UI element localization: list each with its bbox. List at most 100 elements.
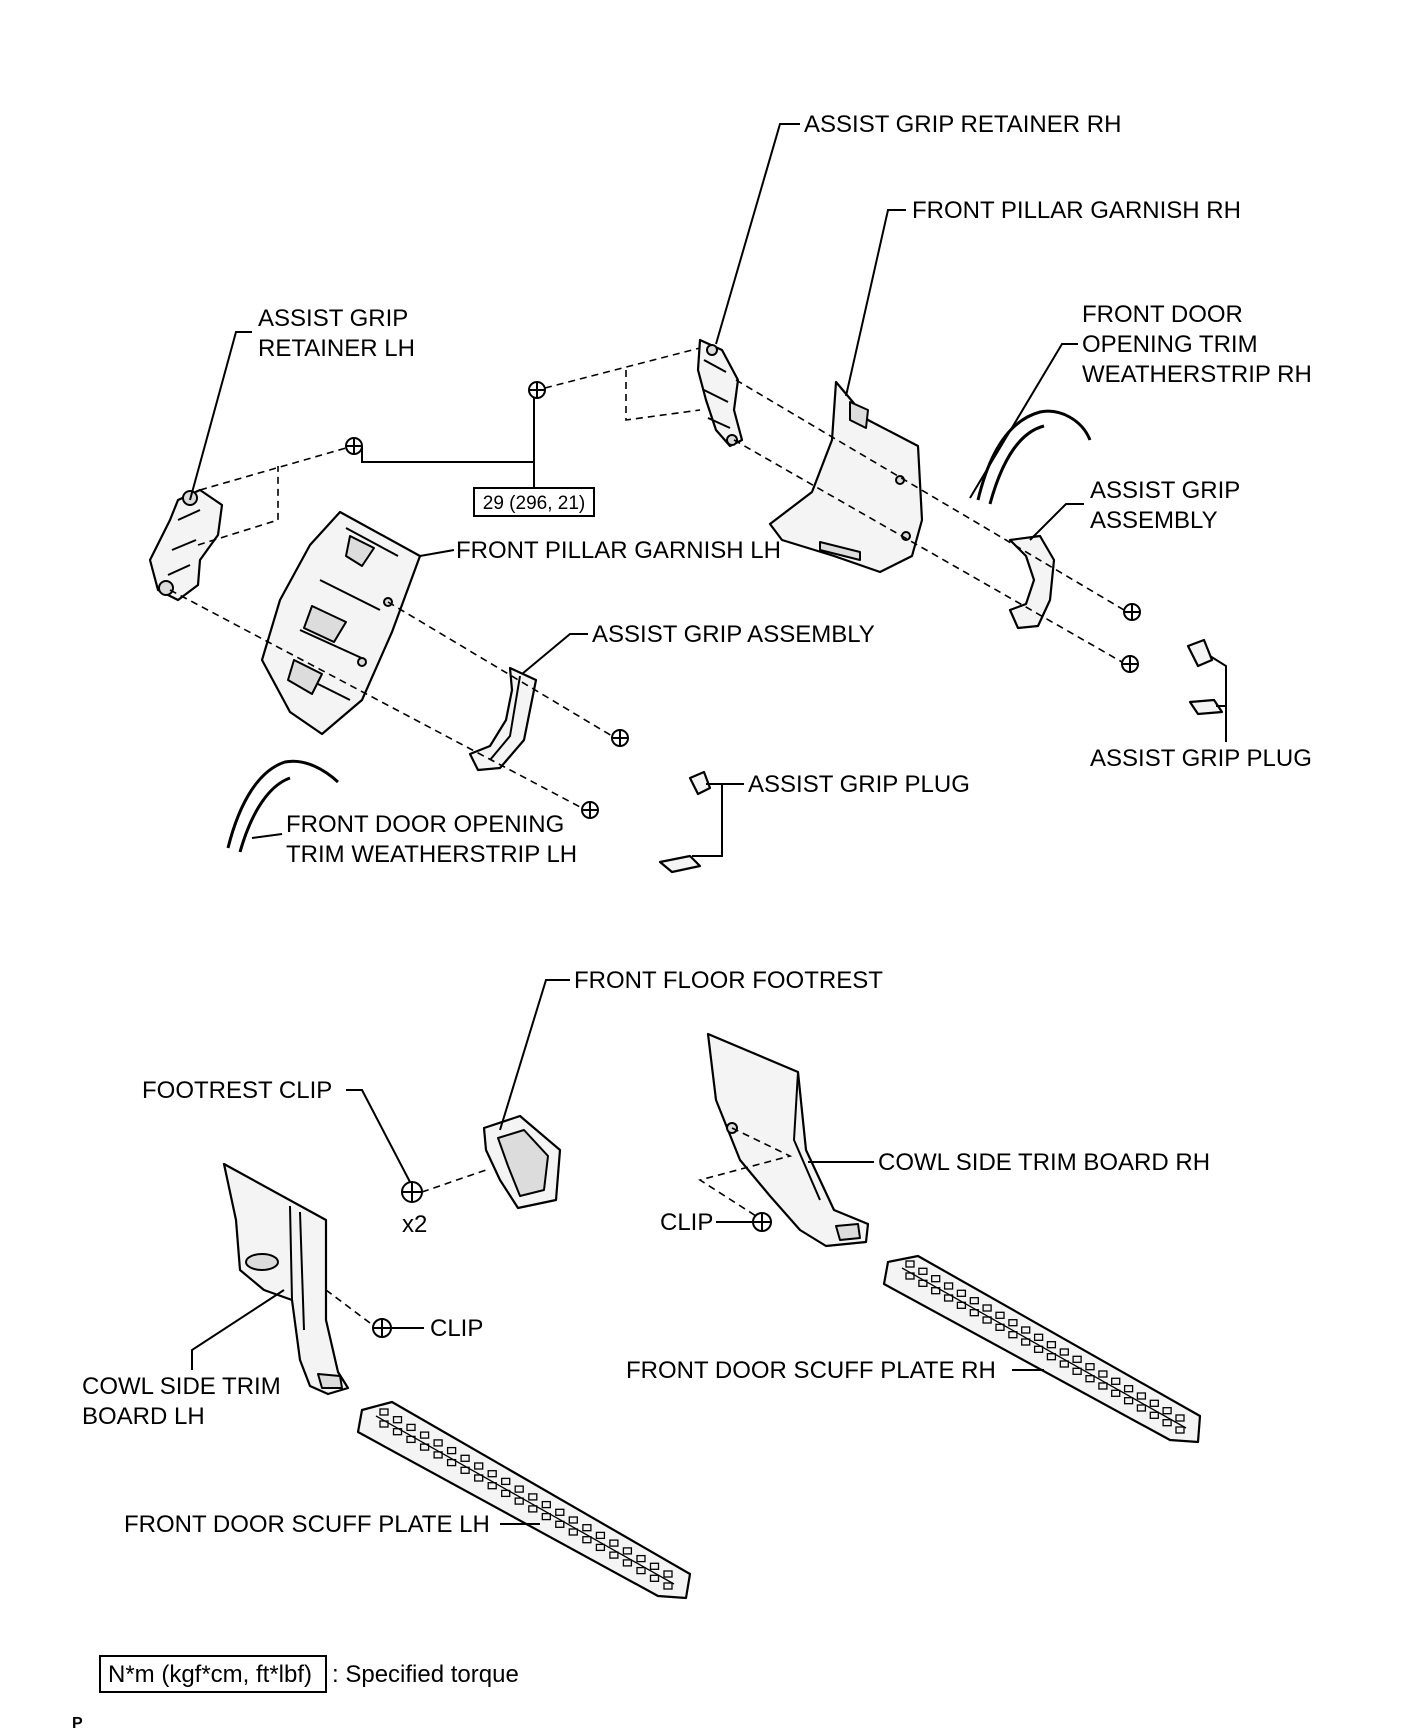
tread-mark (1021, 1338, 1031, 1346)
label-weatherstrip-rh-1: FRONT DOOR (1082, 301, 1243, 328)
scuff-plate-tread-pattern (379, 1260, 1185, 1590)
tread-mark (392, 1416, 403, 1424)
tread-mark (918, 1279, 928, 1287)
tread-mark (1072, 1367, 1082, 1375)
leader-assist-grip-retainer-lh (189, 331, 252, 501)
cowl-side-trim-board-lh (222, 1162, 350, 1396)
tread-mark (1111, 1377, 1121, 1385)
tread-mark (905, 1272, 915, 1280)
assist-grip-retainer-lh (148, 488, 224, 602)
tread-mark (1033, 1333, 1044, 1341)
tread-mark (1085, 1375, 1095, 1383)
tread-mark (1021, 1326, 1031, 1334)
tread-mark (956, 1289, 967, 1297)
tread-mark (1111, 1389, 1121, 1397)
label-assist-grip-assembly-rh-1: ASSIST GRIP (1090, 477, 1240, 504)
tread-mark (943, 1294, 954, 1302)
tread-mark (1175, 1426, 1185, 1434)
leader-assist-grip-assembly-lh (521, 633, 588, 675)
assembly-line (387, 601, 613, 737)
label-front-pillar-garnish-lh: FRONT PILLAR GARNISH LH (456, 537, 781, 564)
tread-mark (1046, 1341, 1057, 1349)
tread-mark (918, 1267, 928, 1275)
tread-mark (622, 1559, 633, 1567)
tread-mark (528, 1493, 538, 1501)
torque-value: 29 (296, 21) (483, 493, 585, 514)
assembly-line (421, 1169, 487, 1193)
leader-cowl-side-trim-board-lh (191, 1289, 285, 1370)
tread-mark (555, 1520, 565, 1528)
tread-mark (609, 1539, 619, 1547)
assist-grip-retainer-rh (696, 338, 744, 448)
front-floor-footrest (482, 1114, 562, 1210)
torque-box (473, 487, 595, 517)
tread-mark (568, 1528, 578, 1536)
tread-mark (1123, 1385, 1134, 1393)
tread-mark (487, 1470, 497, 1478)
tread-mark (1175, 1414, 1185, 1422)
label-assist-grip-retainer-lh-1: ASSIST GRIP (258, 305, 408, 332)
label-assist-grip-retainer-lh-2: RETAINER LH (258, 335, 415, 362)
tread-mark (419, 1443, 430, 1451)
leader-front-pillar-garnish-lh (419, 549, 455, 557)
tread-mark (956, 1301, 967, 1309)
tread-mark (609, 1551, 619, 1559)
tread-mark (982, 1304, 992, 1312)
bolt-grip-rh-lower (1121, 655, 1139, 673)
label-cowl-side-trim-board-lh-1: COWL SIDE TRIM (82, 1373, 281, 1400)
clip-lh (372, 1318, 392, 1338)
tread-mark (582, 1524, 592, 1532)
legend-description: : Specified torque (332, 1661, 519, 1688)
footrest-clip (401, 1181, 423, 1203)
tread-mark (649, 1562, 660, 1570)
tread-mark (1098, 1370, 1108, 1378)
tread-mark (1149, 1411, 1159, 1419)
tread-mark (1098, 1382, 1108, 1390)
label-weatherstrip-lh-2: TRIM WEATHERSTRIP LH (286, 841, 577, 868)
tread-mark (1123, 1397, 1134, 1405)
tread-mark (460, 1454, 470, 1462)
label-assist-grip-assembly-rh-2: ASSEMBLY (1090, 507, 1218, 534)
tread-mark (406, 1423, 416, 1432)
tread-mark (905, 1260, 915, 1268)
assembly-line (325, 1289, 375, 1327)
tread-mark (528, 1505, 538, 1513)
tread-mark (622, 1547, 633, 1555)
tread-mark (1033, 1345, 1044, 1353)
tread-mark (406, 1435, 416, 1444)
label-weatherstrip-rh-3: WEATHERSTRIP RH (1082, 361, 1312, 388)
assembly-line (698, 1127, 793, 1217)
label-assist-grip-plug-lh: ASSIST GRIP PLUG (748, 771, 970, 798)
assembly-line (169, 589, 583, 809)
tread-mark (1085, 1363, 1095, 1371)
tread-mark (982, 1316, 992, 1324)
tread-mark (1162, 1407, 1172, 1415)
leader-footrest-clip (346, 1089, 411, 1183)
tread-mark (433, 1451, 443, 1459)
tread-mark (392, 1428, 403, 1436)
tread-mark (636, 1554, 646, 1563)
label-footrest-clip: FOOTREST CLIP (142, 1077, 332, 1104)
tread-mark (931, 1287, 941, 1295)
clip-rh (752, 1212, 772, 1232)
label-weatherstrip-rh-2: OPENING TRIM (1082, 331, 1258, 358)
assist-grip-plug-rh (1186, 638, 1224, 716)
tread-mark (501, 1477, 511, 1486)
tread-mark (969, 1309, 979, 1317)
label-assist-grip-assembly-lh: ASSIST GRIP ASSEMBLY (592, 621, 875, 648)
leader-assist-grip-assembly-rh (1029, 503, 1084, 541)
label-scuff-plate-lh: FRONT DOOR SCUFF PLATE LH (124, 1511, 490, 1538)
assembly-line (197, 466, 279, 546)
tread-mark (1162, 1419, 1172, 1427)
bolt-retainer-rh (528, 381, 546, 399)
label-cowl-side-trim-board-lh-2: BOARD LH (82, 1403, 205, 1430)
tread-mark (1059, 1360, 1069, 1368)
tread-mark (514, 1497, 524, 1505)
bolt-grip-rh-upper (1123, 603, 1141, 621)
tread-mark (446, 1458, 457, 1467)
tread-mark (649, 1574, 660, 1582)
assembly-line (625, 370, 701, 421)
tread-mark (487, 1482, 497, 1490)
front-pillar-garnish-rh (768, 380, 924, 574)
